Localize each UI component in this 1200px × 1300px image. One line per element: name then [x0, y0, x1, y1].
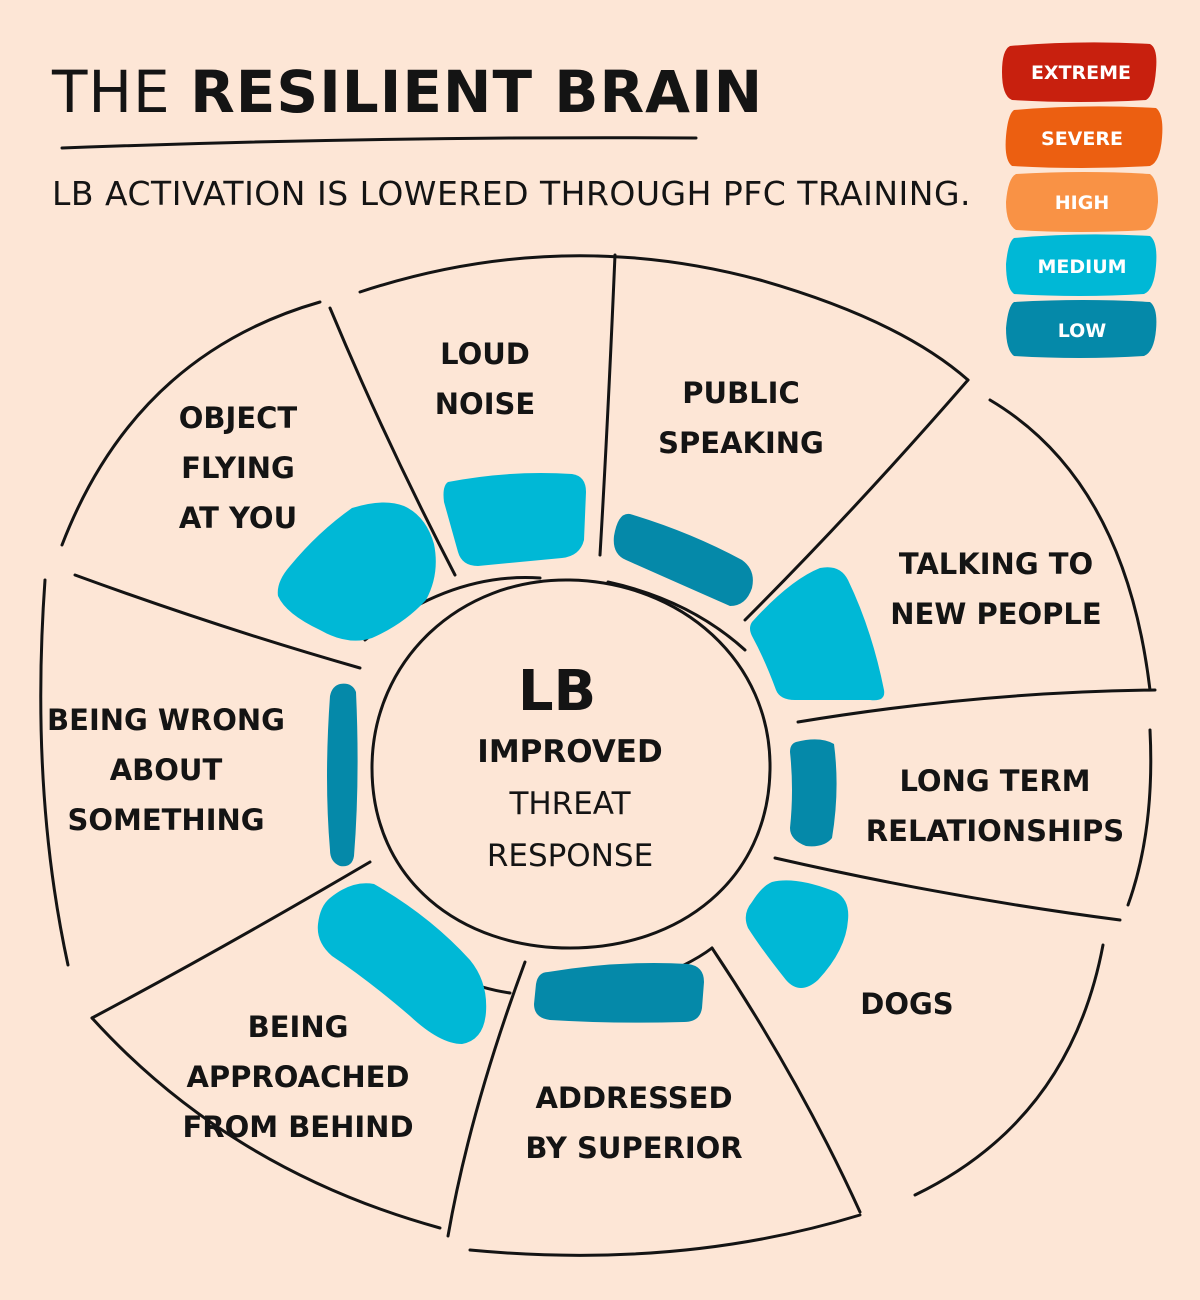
segment-label-being-wrong: BEING WRONG ABOUT SOMETHING [47, 703, 285, 837]
legend-label-extreme: EXTREME [1031, 62, 1131, 84]
legend-item-low: LOW [1006, 300, 1157, 358]
page-subtitle: LB ACTIVATION IS LOWERED THROUGH PFC TRA… [52, 174, 972, 213]
activation-blob-addressed-by-superior [534, 963, 704, 1023]
wheel-outer-outline [913, 943, 1105, 1197]
legend-label-high: HIGH [1055, 192, 1109, 214]
legend: EXTREME SEVERE HIGH MEDIUM LOW [1002, 42, 1163, 358]
segment-label-line: BEING [248, 1010, 349, 1044]
center-line-threat: THREAT [508, 786, 631, 822]
activation-blob-being-wrong [327, 683, 358, 867]
activation-blob-being-approached [317, 883, 487, 1044]
segment-label-being-approached: BEING APPROACHED FROM BEHIND [182, 1010, 413, 1144]
segment-label-line: NOISE [435, 387, 535, 421]
legend-swatch-medium [1006, 234, 1157, 296]
segment-label-line: LOUD [440, 337, 530, 371]
wheel-outer-outline [988, 398, 1152, 692]
segment-label-line: BY SUPERIOR [525, 1131, 742, 1165]
segment-label-line: TALKING TO [899, 547, 1093, 581]
segment-label-line: ADDRESSED [535, 1081, 732, 1115]
wheel-divider [328, 306, 457, 577]
segment-label-line: FROM BEHIND [182, 1110, 413, 1144]
segment-label-line: PUBLIC [682, 376, 799, 410]
page-title: THE RESILIENT BRAIN [52, 58, 763, 126]
segment-label-dogs: DOGS [860, 987, 953, 1021]
segment-label-line: FLYING [181, 451, 295, 485]
activation-blob-public-speaking [613, 513, 753, 606]
legend-swatch-low [1006, 300, 1157, 358]
segment-label-addressed-by-superior: ADDRESSED BY SUPERIOR [525, 1081, 742, 1165]
legend-item-extreme: EXTREME [1002, 42, 1157, 102]
wheel-outer-outline [39, 578, 70, 967]
segment-label-line: RELATIONSHIPS [866, 814, 1124, 848]
segment-label-line: APPROACHED [186, 1060, 409, 1094]
wheel-outer-outline [468, 1213, 862, 1257]
activation-blob-dogs [745, 880, 849, 988]
activation-blob-talking-to-new-people [750, 567, 885, 701]
legend-label-low: LOW [1058, 320, 1107, 342]
activation-blob-object-flying [277, 502, 436, 641]
segment-label-object-flying: OBJECT FLYING AT YOU [179, 401, 298, 535]
segment-label-line: BEING WRONG [47, 703, 285, 737]
wheel-outer-outline [60, 300, 322, 547]
wheel-divider [743, 378, 970, 622]
wheel-divider [90, 860, 372, 1020]
segment-label-public-speaking: PUBLIC SPEAKING [658, 376, 824, 460]
wheel-outer-outline [1126, 728, 1153, 907]
segment-label-line: SOMETHING [67, 803, 264, 837]
segment-label-long-term-relationships: LONG TERM RELATIONSHIPS [866, 764, 1124, 848]
legend-swatch-high [1006, 172, 1158, 232]
title-prefix: THE [52, 58, 171, 126]
center-circle [370, 578, 772, 950]
legend-swatch-extreme [1002, 42, 1157, 102]
title-emphasis: RESILIENT BRAIN [190, 58, 764, 126]
legend-label-medium: MEDIUM [1037, 256, 1126, 278]
wheel-divider [446, 960, 527, 1238]
legend-item-severe: SEVERE [1005, 106, 1163, 168]
segment-label-line: DOGS [860, 987, 953, 1021]
activation-blob-loud-noise [443, 473, 586, 566]
segment-label-line: OBJECT [179, 401, 298, 435]
wheel-outer-outline [90, 1016, 442, 1230]
segment-label-loud-noise: LOUD NOISE [435, 337, 535, 421]
wheel-divider [773, 856, 1122, 922]
segment-label-line: LONG TERM [899, 764, 1090, 798]
segment-label-line: SPEAKING [658, 426, 824, 460]
segment-label-line: AT YOU [179, 501, 297, 535]
center-title: LB [518, 659, 596, 724]
segment-label-line: ABOUT [110, 753, 223, 787]
title-underline [60, 136, 698, 150]
center-line-improved: IMPROVED [477, 734, 662, 770]
segment-label-line: NEW PEOPLE [890, 597, 1101, 631]
wheel-divider [73, 573, 362, 670]
center-line-response: RESPONSE [487, 838, 653, 874]
activation-blob-long-term-relationships [790, 739, 837, 847]
legend-label-severe: SEVERE [1041, 128, 1123, 150]
legend-swatch-severe [1005, 106, 1163, 168]
legend-item-high: HIGH [1006, 172, 1158, 232]
wheel-outer-outline [358, 254, 970, 382]
wheel-divider [796, 688, 1157, 724]
segment-label-talking-to-new-people: TALKING TO NEW PEOPLE [890, 547, 1101, 631]
wheel-divider [598, 253, 617, 557]
wheel-divider [710, 946, 862, 1214]
legend-item-medium: MEDIUM [1006, 234, 1157, 296]
